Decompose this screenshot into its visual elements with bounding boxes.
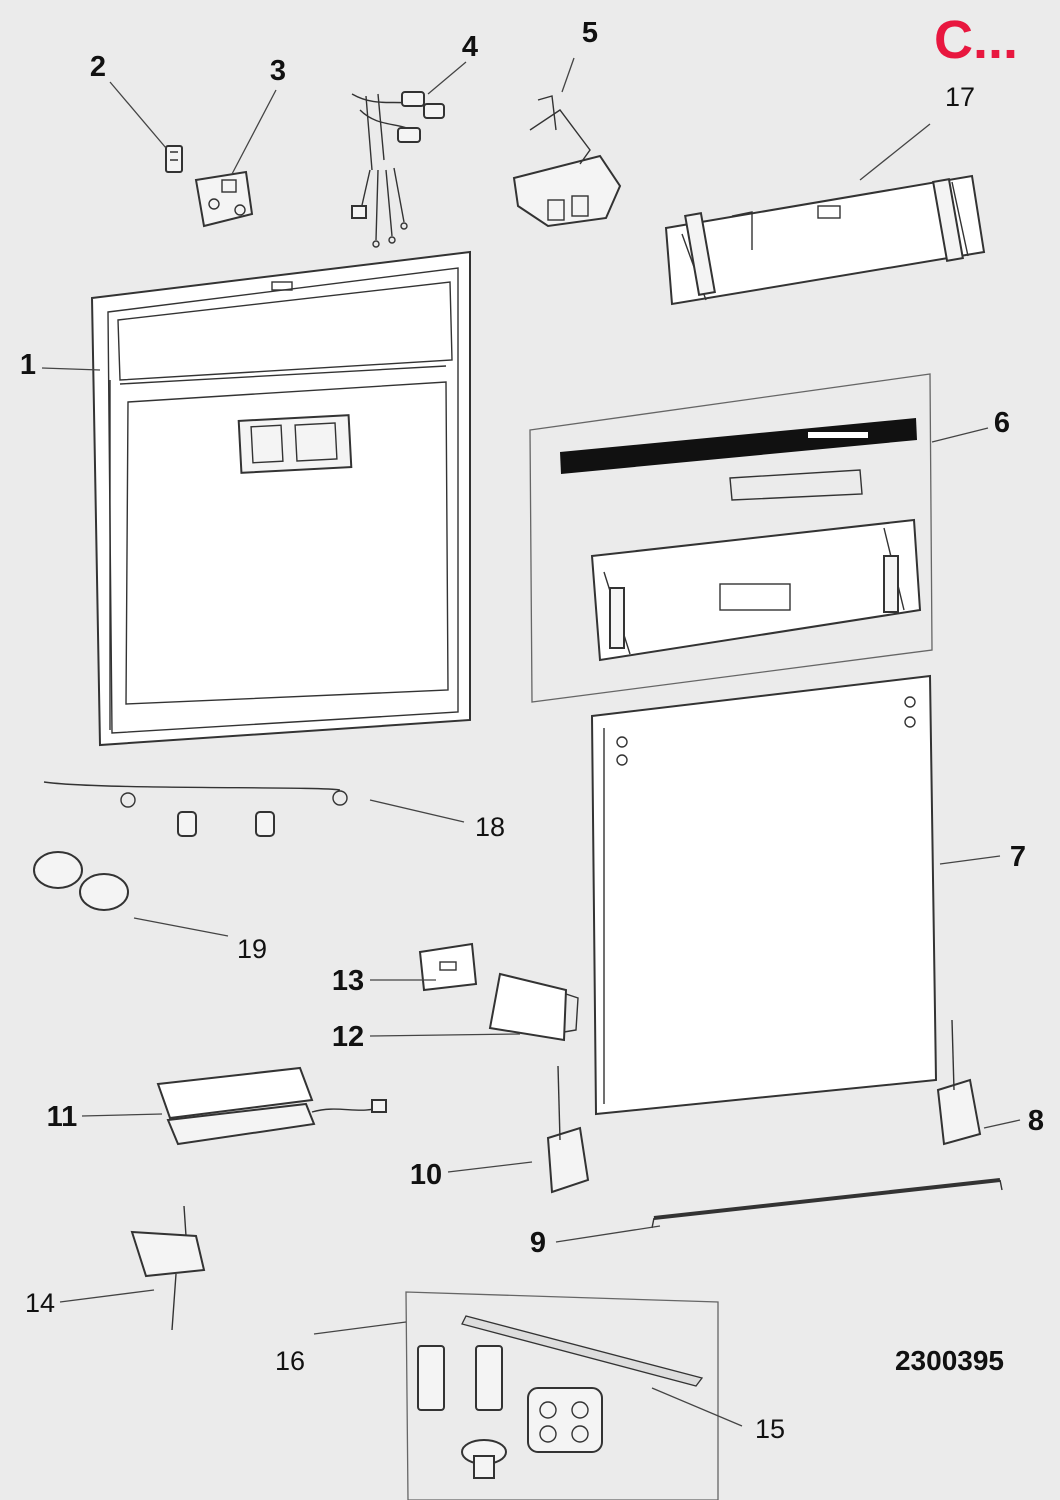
part-13-label [418,942,478,992]
part-16-kit [405,1291,719,1500]
label-part-12: 12 [332,1021,364,1053]
part-11-electronic-board [156,1066,387,1146]
label-part-7: 7 [1010,841,1026,873]
part-17-control-panel [664,174,986,306]
label-part-8: 8 [1028,1105,1044,1137]
label-part-18: 18 [475,812,505,842]
label-part-10: 10 [410,1159,442,1191]
part-8-hinge [936,1019,982,1146]
drawing-number: 2300395 [895,1345,1004,1376]
part-6-control-assembly [529,373,933,703]
label-part-16: 16 [275,1346,305,1376]
label-part-2: 2 [90,51,106,83]
part-4-wiring-harness [351,91,445,248]
part-labels: 2 3 4 5 17 1 6 18 7 19 13 12 11 8 10 9 1… [20,17,1044,1444]
part-19-caps [33,851,129,911]
part-12-module [488,972,579,1042]
leader-lines [41,57,1021,1427]
label-part-13: 13 [332,965,364,997]
label-part-5: 5 [582,17,598,49]
part-3-door-lock [194,170,254,228]
label-part-19: 19 [237,934,267,964]
series-code: C... [934,10,1018,70]
label-part-4: 4 [462,31,478,63]
label-part-17: 17 [945,82,975,112]
label-part-6: 6 [994,407,1010,439]
part-2-clip [165,145,183,173]
label-part-14: 14 [25,1288,55,1318]
part-14-valve [130,1205,206,1331]
part-9-rod [651,1178,1003,1229]
part-7-outer-door-panel [590,674,938,1116]
label-part-15: 15 [755,1414,785,1444]
label-part-11: 11 [47,1101,78,1133]
part-10-hinge [546,1065,590,1194]
label-part-3: 3 [270,55,286,87]
part-5-detergent-dispenser [512,95,622,228]
part-18-lamp-cable [43,781,348,837]
part-1-inner-door [90,250,471,747]
label-part-1: 1 [20,349,36,381]
label-part-9: 9 [530,1227,546,1259]
